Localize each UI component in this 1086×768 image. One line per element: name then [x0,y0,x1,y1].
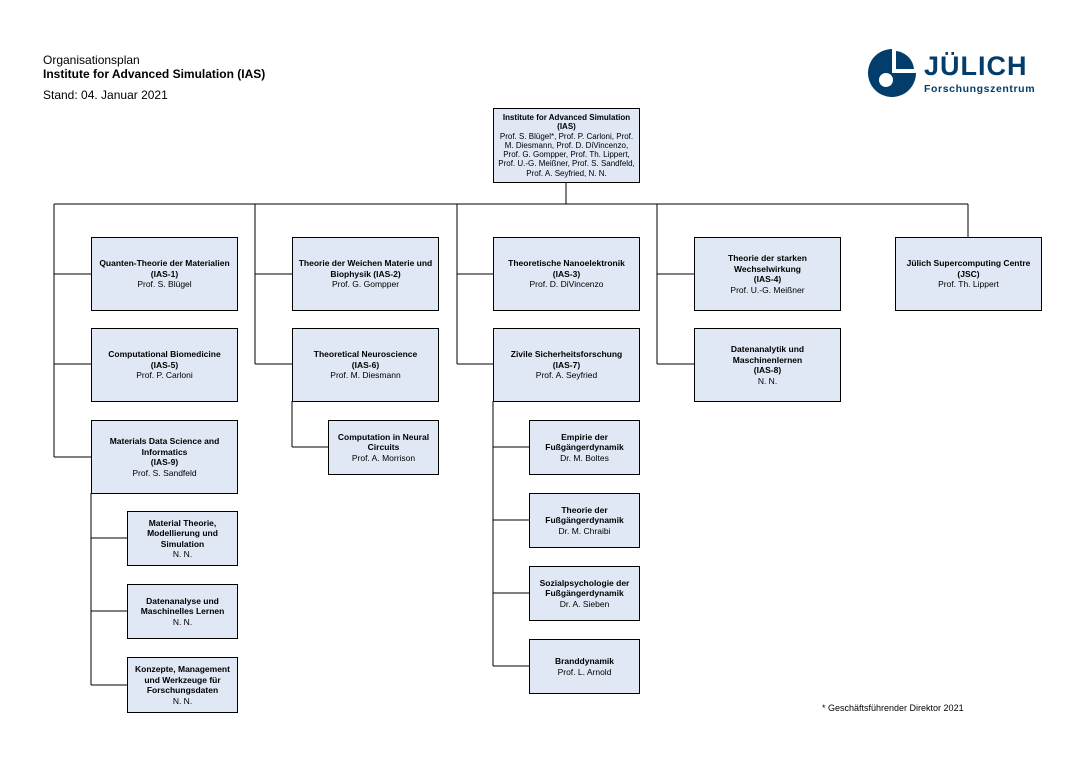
org-box-title: Computation in Neural Circuits [337,431,430,453]
org-box-ias-9-konzepte: Konzepte, Management und Werkzeuge für F… [127,657,238,713]
org-box-head: Prof. A. Morrison [351,452,416,463]
org-box-head: N. N. [172,695,193,706]
org-box-title: Datenanalyse und Maschinelles Lernen [140,595,225,617]
org-box-head: Dr. M. Chraibi [558,525,611,536]
org-box-code: (JSC) [957,268,980,279]
org-box-people: Prof. S. Blügel*, Prof. P. Carloni, Prof… [498,131,635,178]
org-box-code: (IAS-9) [150,457,179,467]
header-label: Organisationsplan [43,53,140,67]
org-box-ias-7-branddynamik: Branddynamik Prof. L. Arnold [529,639,640,694]
org-box-title: Theoretical Neuroscience [313,349,418,360]
org-box-title: Sozialpsychologie der Fußgängerdynamik [539,577,630,599]
org-box-head: Dr. M. Boltes [560,452,609,463]
org-box-ias-9: Materials Data Science and Informatics (… [91,420,238,494]
org-box-title: Computational Biomedicine [108,349,221,360]
org-box-ias-1: Quanten-Theorie der Materialien (IAS-1) … [91,237,238,311]
org-box-head: Prof. A. Seyfried [535,370,598,381]
org-box-ias-5: Computational Biomedicine (IAS-5) Prof. … [91,328,238,402]
org-box-ias-7-empirie: Empirie der Fußgängerdynamik Dr. M. Bolt… [529,420,640,475]
org-box-head: Prof. Th. Lippert [938,279,999,290]
org-box-title: Datenanalytik und Maschinenlernen [730,344,805,365]
org-box-jsc: Jülich Supercomputing Centre (JSC) Prof.… [895,237,1042,311]
org-box-head: Prof. L. Arnold [557,666,612,677]
juelich-logo: JÜLICH Forschungszentrum [866,47,1036,101]
org-box-ias-4: Theorie der starken Wechselwirkung (IAS-… [694,237,841,311]
org-box-ias-7: Zivile Sicherheitsforschung (IAS-7) Prof… [493,328,640,402]
org-box-title: Empirie der Fußgängerdynamik [545,431,624,453]
logo-subtitle: Forschungszentrum [924,83,1036,95]
org-box-code: (IAS-8) [753,365,782,375]
org-box-head: Prof. S. Sandfeld [132,467,197,478]
org-box-title: Theoretische Nanoelektronik [508,258,625,269]
org-box-head: Prof. U.-G. Meißner [730,284,805,295]
org-box-title: Institute for Advanced Simulation (IAS) [502,113,631,132]
org-box-title: Jülich Supercomputing Centre [906,258,1031,269]
org-box-code: (IAS-6) [351,359,380,370]
org-box-ias-6-neural-circuits: Computation in Neural Circuits Prof. A. … [328,420,439,475]
org-box-head: N. N. [172,616,193,627]
org-box-title: Theorie der Weichen Materie und Biophysi… [298,258,433,279]
org-box-head: N. N. [172,549,193,559]
org-box-head: Prof. G. Gompper [331,279,400,290]
org-box-ias-9-material-theorie: Material Theorie, Modellierung und Simul… [127,511,238,566]
org-box-head: Prof. M. Diesmann [330,370,401,381]
org-box-title: Theorie der starken Wechselwirkung [728,253,807,274]
org-box-ias-3: Theoretische Nanoelektronik (IAS-3) Prof… [493,237,640,311]
org-box-ias-9-datenanalyse: Datenanalyse und Maschinelles Lernen N. … [127,584,238,639]
org-box-title: Theorie der Fußgängerdynamik [545,504,624,526]
org-box-head: Dr. A. Sieben [559,598,610,609]
status-date: Stand: 04. Januar 2021 [43,88,168,102]
org-box-head: N. N. [757,375,778,386]
org-box-title: Materials Data Science and Informatics [109,436,220,457]
org-box-title: Branddynamik [554,656,615,666]
logo-wordmark: JÜLICH [924,51,1028,81]
org-box-head: Prof. D. DiVincenzo [529,279,604,290]
org-box-ias-7-sozialpsychologie: Sozialpsychologie der Fußgängerdynamik D… [529,566,640,621]
org-box-head: Prof. P. Carloni [136,370,193,381]
org-box-code: (IAS-1) [150,268,179,279]
org-box-code: (IAS-4) [753,274,782,284]
org-box-ias-6: Theoretical Neuroscience (IAS-6) Prof. M… [292,328,439,402]
footnote: * Geschäftsführender Direktor 2021 [822,703,964,713]
org-box-head: Prof. S. Blügel [137,279,192,290]
page-title: Institute for Advanced Simulation (IAS) [43,67,266,81]
juelich-logo-icon [868,49,916,97]
org-box-title: Konzepte, Management und Werkzeuge für F… [135,664,230,695]
org-box-ias-7-theorie: Theorie der Fußgängerdynamik Dr. M. Chra… [529,493,640,548]
org-box-title: Material Theorie, Modellierung und Simul… [147,517,218,549]
org-box-title: Quanten-Theorie der Materialien [99,258,230,269]
org-box-code: (IAS-7) [552,359,581,370]
org-box-title: Zivile Sicherheitsforschung [510,349,623,360]
org-box-code: (IAS-5) [150,359,179,370]
org-box-ias-2: Theorie der Weichen Materie und Biophysi… [292,237,439,311]
org-box-ias-top: Institute for Advanced Simulation (IAS) … [493,108,640,183]
org-box-code: (IAS-3) [552,268,581,279]
org-box-ias-8: Datenanalytik und Maschinenlernen (IAS-8… [694,328,841,402]
